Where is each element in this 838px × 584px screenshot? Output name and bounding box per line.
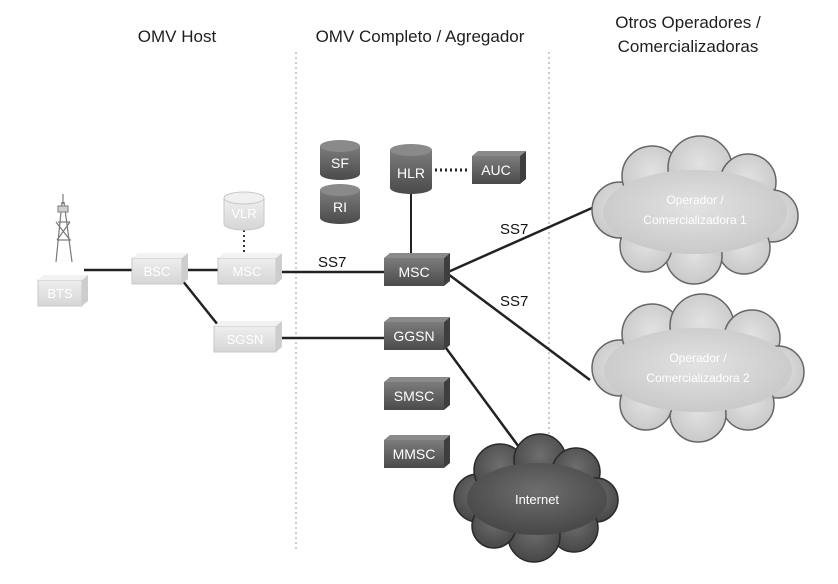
header-omv-completo: OMV Completo / Agregador xyxy=(316,27,525,46)
node-msc-host: MSC xyxy=(217,253,282,285)
cloud-operador-1-line2: Comercializadora 1 xyxy=(643,213,747,227)
node-vlr: VLR xyxy=(223,191,265,231)
header-omv-host: OMV Host xyxy=(138,27,217,46)
cloud-operador-1-line1: Operador / xyxy=(666,193,724,207)
link-label-ss7-op2: SS7 xyxy=(500,293,528,310)
cloud-operador-2: Operador / Comercializadora 2 xyxy=(591,293,805,443)
node-mmsc-label: MMSC xyxy=(393,446,436,462)
bts-tower-icon xyxy=(55,194,73,263)
node-smsc: SMSC xyxy=(384,377,450,410)
node-sf: SF xyxy=(320,140,360,180)
node-smsc-label: SMSC xyxy=(394,388,434,404)
node-auc: AUC xyxy=(472,151,526,184)
node-ggsn: GGSN xyxy=(384,317,450,350)
node-auc-label: AUC xyxy=(481,162,511,178)
node-bts: BTS xyxy=(37,275,88,307)
cloud-operador-2-line1: Operador / xyxy=(669,351,727,365)
node-bts-label: BTS xyxy=(47,286,73,301)
node-hlr-label: HLR xyxy=(397,165,425,181)
link-label-ss7-op1: SS7 xyxy=(500,221,528,238)
node-msc-label: MSC xyxy=(398,264,429,280)
node-ri-label: RI xyxy=(333,199,347,215)
link-msc-op2 xyxy=(447,272,591,382)
node-sgsn-label: SGSN xyxy=(227,332,264,347)
links xyxy=(84,194,593,463)
node-vlr-label: VLR xyxy=(231,206,256,221)
node-bsc: BSC xyxy=(131,253,188,285)
cloud-internet-label: Internet xyxy=(515,492,559,507)
link-bsc-sgsn xyxy=(181,279,223,331)
header-otros-line2: Comercializadoras xyxy=(618,37,759,56)
node-msc: MSC xyxy=(384,253,450,286)
node-hlr: HLR xyxy=(390,144,432,194)
node-sf-label: SF xyxy=(331,155,349,171)
cloud-operador-2-line2: Comercializadora 2 xyxy=(646,371,750,385)
node-ri: RI xyxy=(320,184,360,224)
header-otros-line1: Otros Operadores / xyxy=(615,13,761,32)
node-ggsn-label: GGSN xyxy=(393,328,434,344)
node-mmsc: MMSC xyxy=(384,435,450,468)
link-msc-op1 xyxy=(447,206,593,274)
link-ggsn-internet xyxy=(444,347,532,463)
cloud-operador-1: Operador / Comercializadora 1 xyxy=(591,135,799,285)
node-bsc-label: BSC xyxy=(144,264,171,279)
node-msc-host-label: MSC xyxy=(233,264,262,279)
cloud-internet: Internet xyxy=(453,433,619,563)
link-label-ss7-host: SS7 xyxy=(318,254,346,271)
node-sgsn: SGSN xyxy=(213,321,282,353)
